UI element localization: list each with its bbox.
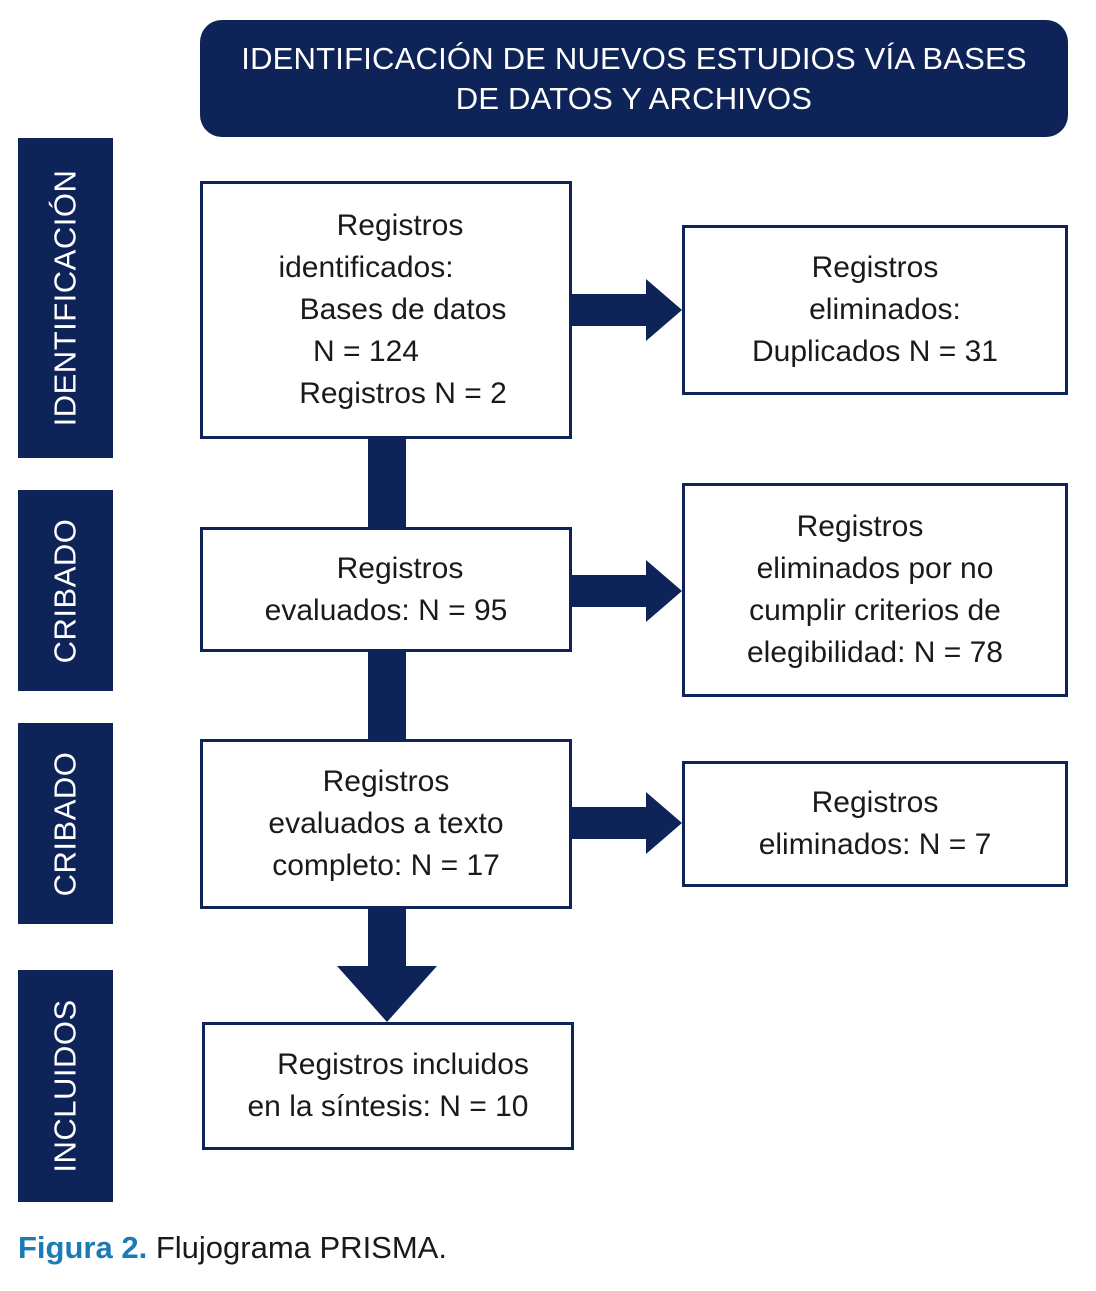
duplicates-line-2: eliminados: — [809, 293, 961, 326]
box-full-text-assessed: Registros evaluados a texto completo: N … — [200, 739, 572, 909]
identified-line-5: Registros N = 2 — [299, 377, 507, 410]
identified-line-4: N = 124 — [313, 335, 419, 368]
figure-caption: Figura 2. Flujograma PRISMA. — [18, 1230, 447, 1266]
box-records-included: Registros incluidos en la síntesis: N = … — [202, 1022, 574, 1150]
identified-line-3: Bases de datos — [299, 293, 507, 326]
fulltext-line-3: completo: N = 17 — [272, 849, 500, 882]
screened-line-2: evaluados: N = 95 — [264, 593, 508, 627]
box-full-text-excluded: Registros eliminados: N = 7 — [682, 761, 1068, 887]
connector-screened-to-fulltext — [368, 650, 406, 742]
box-excluded-criteria: Registros eliminados por no cumplir crit… — [682, 483, 1068, 697]
duplicates-line-3: Duplicados N = 31 — [752, 335, 998, 368]
box-records-identified: Registros identificados: Bases de datos … — [200, 181, 572, 439]
phase-label-identificacion: IDENTIFICACIÓN — [18, 138, 113, 458]
fulltext-line-1: Registros — [322, 765, 450, 798]
arrow-to-excluded-criteria — [572, 560, 682, 622]
identified-line-2: identificados: — [278, 251, 454, 284]
duplicates-line-1: Registros — [811, 251, 939, 284]
figure-title: Flujograma PRISMA. — [155, 1230, 447, 1265]
identified-line-1: Registros — [336, 209, 464, 242]
fulltext-excluded-line-1: Registros — [811, 786, 939, 819]
header-line-2: DE DATOS Y ARCHIVOS — [455, 80, 813, 116]
figure-label: Figura 2. — [18, 1230, 148, 1265]
criteria-line-2: eliminados por no — [756, 552, 994, 585]
phase-label-cribado-1: CRIBADO — [18, 490, 113, 691]
arrow-fulltext-to-included — [337, 907, 437, 1022]
phase-label-cribado-2: CRIBADO — [18, 723, 113, 924]
fulltext-excluded-line-2: eliminados: N = 7 — [758, 828, 992, 861]
arrow-to-duplicates-removed — [572, 279, 682, 341]
phase-label-incluidos: INCLUIDOS — [18, 970, 113, 1202]
arrow-to-fulltext-excluded — [572, 792, 682, 854]
criteria-line-3: cumplir criterios de — [749, 594, 1001, 627]
criteria-line-4: elegibilidad: N = 78 — [746, 636, 1003, 669]
fulltext-line-2: evaluados a texto — [268, 807, 504, 840]
included-line-1: Registros incluidos — [277, 1048, 529, 1081]
criteria-line-1: Registros — [796, 510, 924, 543]
included-line-2: en la síntesis: N = 10 — [247, 1090, 529, 1123]
header-line-1: IDENTIFICACIÓN DE NUEVOS ESTUDIOS VÍA BA… — [241, 40, 1027, 76]
screened-line-1: Registros — [336, 551, 464, 585]
connector-identified-to-screened — [368, 437, 406, 529]
box-records-screened: Registros evaluados: N = 95 — [200, 527, 572, 652]
diagram-header: IDENTIFICACIÓN DE NUEVOS ESTUDIOS VÍA BA… — [200, 20, 1068, 137]
box-duplicates-removed: Registros eliminados: Duplicados N = 31 — [682, 225, 1068, 395]
